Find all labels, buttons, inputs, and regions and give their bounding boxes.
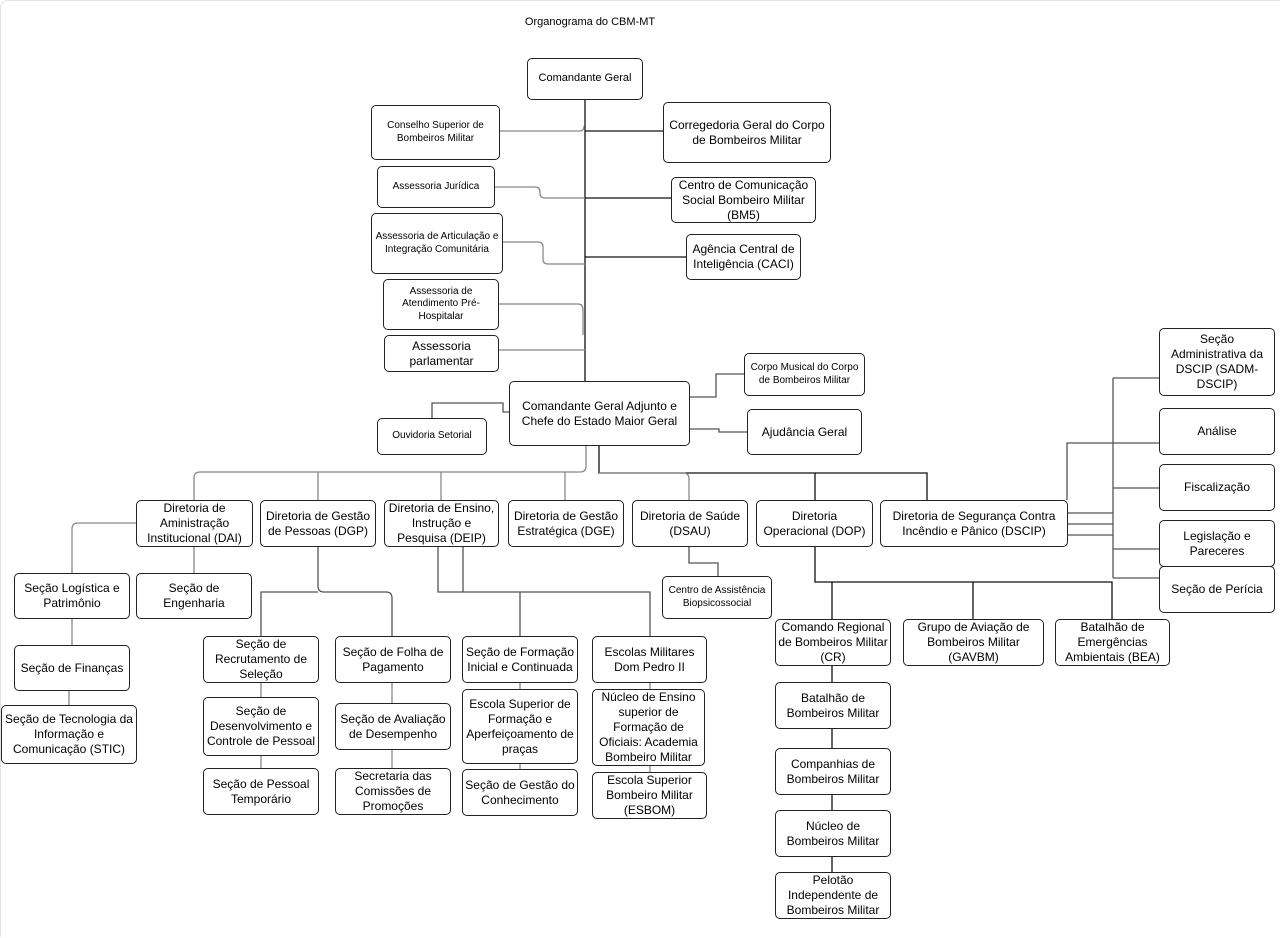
connector-juridica xyxy=(495,186,585,199)
node-esfap[interactable]: Escola Superior de Formação e Aperfeiçoa… xyxy=(462,689,578,764)
node-dgp[interactable]: Diretoria de Gestão de Pessoas (DGP) xyxy=(260,500,376,547)
node-assessoria-articulacao[interactable]: Assessoria de Articulação e Integração C… xyxy=(371,213,503,274)
connector-aph xyxy=(498,303,584,335)
node-conselho-superior[interactable]: Conselho Superior de Bombeiros Militar xyxy=(371,105,500,160)
node-comandante-adjunto[interactable]: Comandante Geral Adjunto e Chefe do Esta… xyxy=(509,381,690,446)
connector-dai-logistica xyxy=(71,522,137,573)
connector-conselho xyxy=(500,125,585,132)
connector-ajudancia xyxy=(689,428,748,433)
node-dom-pedro[interactable]: Escolas Militares Dom Pedro II xyxy=(592,636,707,683)
node-pessoal-temporario[interactable]: Seção de Pessoal Temporário xyxy=(203,768,319,815)
node-batalhao[interactable]: Batalhão de Bombeiros Militar xyxy=(775,682,891,729)
node-formacao[interactable]: Seção de Formação Inicial e Continuada xyxy=(462,636,578,683)
node-comando-regional[interactable]: Comando Regional de Bombeiros Militar (C… xyxy=(775,619,891,666)
node-dop[interactable]: Diretoria Operacional (DOP) xyxy=(756,500,873,547)
node-comissoes[interactable]: Secretaria das Comissões de Promoções xyxy=(335,768,451,815)
node-dge[interactable]: Diretoria de Gestão Estratégica (DGE) xyxy=(508,500,624,547)
node-pelotao[interactable]: Pelotão Independente de Bombeiros Milita… xyxy=(775,872,891,919)
node-dsau[interactable]: Diretoria de Saúde (DSAU) xyxy=(632,500,748,547)
connector-dgp-split xyxy=(260,547,393,637)
node-assessoria-parlamentar[interactable]: Assessoria parlamentar xyxy=(384,335,499,372)
node-bea[interactable]: Batalhão de Emergências Ambientais (BEA) xyxy=(1055,619,1170,666)
node-centro-comunicacao[interactable]: Centro de Comunicação Social Bombeiro Mi… xyxy=(671,177,816,223)
node-esbom[interactable]: Escola Superior Bombeiro Militar (ESBOM) xyxy=(592,772,707,819)
node-gavbm[interactable]: Grupo de Aviação de Bombeiros Militar (G… xyxy=(903,619,1044,666)
connector-dscip-bus xyxy=(1066,377,1160,579)
node-nucleo-bombeiros[interactable]: Núcleo de Bombeiros Militar xyxy=(775,810,891,857)
node-corregedoria[interactable]: Corregedoria Geral do Corpo de Bombeiros… xyxy=(663,102,831,163)
node-fiscalizacao[interactable]: Fiscalização xyxy=(1159,464,1275,511)
node-assessoria-aph[interactable]: Assessoria de Atendimento Pré-Hospitalar xyxy=(383,279,499,330)
node-comandante-geral[interactable]: Comandante Geral xyxy=(527,58,643,100)
connector-articulacao xyxy=(502,241,585,265)
page-title: Organograma do CBM-MT xyxy=(524,16,656,28)
node-dai[interactable]: Diretoria de Aministração Institucional … xyxy=(136,500,253,547)
node-logistica[interactable]: Seção Logística e Patrimônio xyxy=(14,573,130,619)
node-sadm-dscip[interactable]: Seção Administrativa da DSCIP (SADM-DSCI… xyxy=(1159,328,1275,396)
connector-dsau-cab xyxy=(688,547,719,577)
node-ouvidoria[interactable]: Ouvidoria Setorial xyxy=(377,418,487,455)
node-financas[interactable]: Seção de Finanças xyxy=(14,645,130,691)
node-gestao-conhecimento[interactable]: Seção de Gestão do Conhecimento xyxy=(462,769,578,816)
node-pericia[interactable]: Seção de Perícia xyxy=(1159,566,1275,613)
connector-bus-left xyxy=(193,445,587,501)
connector-deip-split xyxy=(437,547,651,637)
node-companhias[interactable]: Companhias de Bombeiros Militar xyxy=(775,748,891,795)
node-dscip[interactable]: Diretoria de Segurança Contra Incêndio e… xyxy=(880,500,1068,547)
connector-ouvidoria xyxy=(431,402,510,419)
connector-corpo-musical xyxy=(689,373,745,398)
node-recrutamento[interactable]: Seção de Recrutamento de Seleção xyxy=(203,636,319,683)
node-stic[interactable]: Seção de Tecnologia da Informação e Comu… xyxy=(1,705,137,764)
node-corpo-musical[interactable]: Corpo Musical do Corpo de Bombeiros Mili… xyxy=(744,353,865,396)
node-avaliacao[interactable]: Seção de Avaliação de Desempenho xyxy=(335,703,451,750)
node-ajudancia[interactable]: Ajudância Geral xyxy=(747,409,862,455)
node-nucleo-ensino[interactable]: Núcleo de Ensino superior de Formação de… xyxy=(592,689,705,766)
node-legislacao[interactable]: Legislação e Pareceres xyxy=(1159,520,1275,567)
node-caci[interactable]: Agência Central de Inteligência (CACI) xyxy=(686,234,801,280)
node-deip[interactable]: Diretoria de Ensino, Instrução e Pesquis… xyxy=(384,500,499,547)
connector-dsau xyxy=(599,472,690,501)
node-engenharia[interactable]: Seção de Engenharia xyxy=(136,573,252,619)
node-biopsicossocial[interactable]: Centro de Assistência Biopsicossocial xyxy=(662,576,772,619)
connector-dop-bus xyxy=(814,547,1113,620)
node-analise[interactable]: Análise xyxy=(1159,408,1275,455)
node-assessoria-juridica[interactable]: Assessoria Jurídica xyxy=(377,166,495,208)
connector-bus-right xyxy=(598,445,928,501)
node-desenvolvimento[interactable]: Seção de Desenvolvimento e Controle de P… xyxy=(203,697,319,756)
node-folha-pagamento[interactable]: Seção de Folha de Pagamento xyxy=(335,636,451,683)
